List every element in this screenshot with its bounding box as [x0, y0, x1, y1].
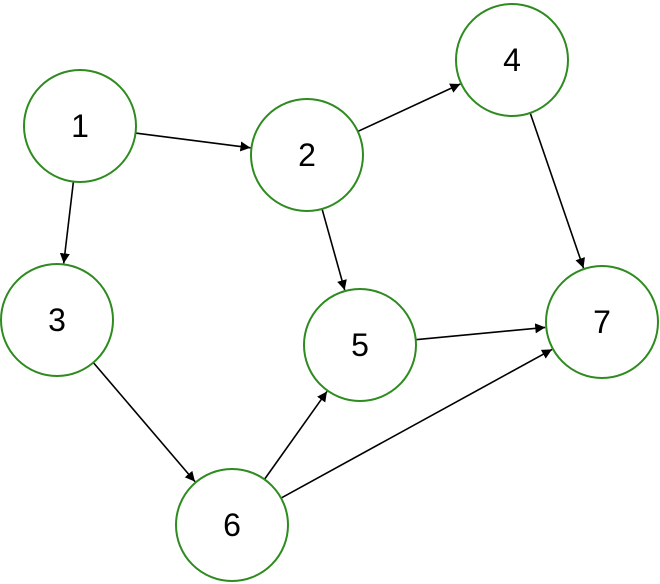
node-circle [0, 263, 114, 377]
node-5: 5 [303, 288, 417, 402]
node-circle [455, 3, 569, 117]
edge-1-to-2 [135, 132, 251, 152]
node-6: 6 [175, 468, 289, 582]
node-circle [545, 265, 659, 379]
edge-2-to-5 [321, 208, 347, 291]
node-2: 2 [250, 98, 364, 212]
edge-3-to-6 [92, 362, 196, 483]
node-1: 1 [23, 69, 137, 183]
node-label: 7 [593, 304, 611, 340]
node-label: 4 [503, 42, 521, 78]
edge-4-to-7 [529, 112, 585, 269]
node-circle [175, 468, 289, 582]
node-7: 7 [545, 265, 659, 379]
edge-6-to-7 [280, 348, 553, 499]
node-circle [250, 98, 364, 212]
edge-1-to-3 [59, 181, 75, 264]
node-label: 3 [48, 302, 66, 338]
node-label: 2 [298, 137, 316, 173]
edge-5-to-7 [415, 323, 546, 341]
node-4: 4 [455, 3, 569, 117]
node-label: 5 [351, 327, 369, 363]
edge-2-to-4 [357, 83, 461, 133]
node-label: 6 [223, 507, 241, 543]
node-circle [303, 288, 417, 402]
edge-6-to-5 [263, 390, 328, 480]
node-3: 3 [0, 263, 114, 377]
nodes-layer: 1 2 3 4 5 6 7 [0, 3, 659, 582]
node-circle [23, 69, 137, 183]
node-label: 1 [71, 108, 89, 144]
edges-layer [59, 83, 585, 499]
